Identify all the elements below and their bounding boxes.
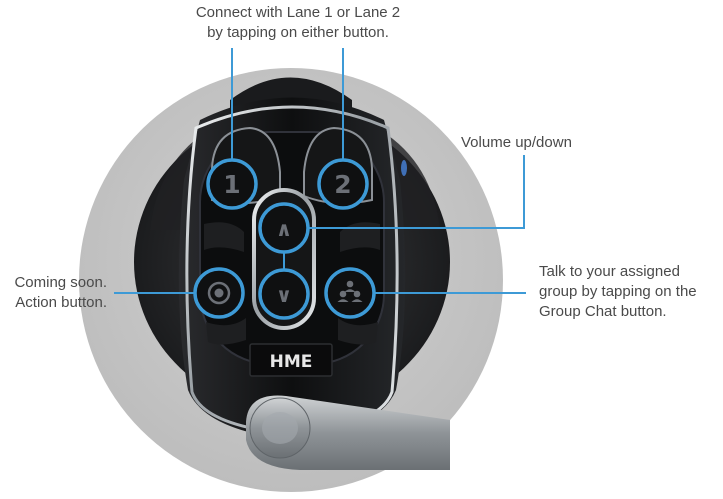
lever-hinge-highlight — [262, 412, 298, 444]
volume-down-icon: ∨ — [276, 283, 292, 307]
action-target-icon — [207, 281, 231, 305]
lane1-label: 1 — [223, 170, 240, 199]
right-pad-lower — [338, 318, 378, 345]
volume-up-button[interactable]: ∧ — [276, 217, 292, 241]
lane-callout-line1: Connect with Lane 1 or Lane 2 — [195, 4, 401, 21]
group-callout-line2: group by tapping on the — [539, 283, 697, 300]
indicator-light — [401, 160, 407, 176]
brand-logo-text: HME — [270, 352, 313, 372]
lane2-button[interactable]: 2 — [334, 170, 351, 199]
group-chat-ring — [324, 267, 376, 319]
lane2-label: 2 — [334, 170, 351, 199]
group-callout-line3: Group Chat button. — [539, 303, 667, 320]
lane1-button[interactable]: 1 — [223, 170, 240, 199]
left-pad-upper — [204, 222, 244, 252]
group-callout-line1: Talk to your assigned — [539, 263, 680, 280]
highlight-rings — [193, 158, 376, 320]
action-callout-line2: Action button. — [15, 294, 107, 311]
volume-up-ring — [258, 202, 310, 254]
action-callout: Coming soon. Action button. — [0, 273, 107, 313]
callout-lines — [114, 48, 526, 294]
volume-down-button[interactable]: ∨ — [276, 283, 292, 307]
group-chat-callout: Talk to your assigned group by tapping o… — [539, 262, 697, 322]
left-pad-lower — [206, 318, 246, 345]
group-chat-icon — [337, 280, 363, 302]
volume-up-icon: ∧ — [276, 217, 292, 241]
lane-buttons-callout: Connect with Lane 1 or Lane 2 by tapping… — [148, 3, 448, 43]
right-pad-upper — [340, 222, 380, 252]
brand-badge — [249, 343, 333, 377]
volume-callout: Volume up/down — [461, 133, 572, 153]
action-callout-line1: Coming soon. — [14, 274, 107, 291]
lane-callout-line2: by tapping on either button. — [207, 24, 389, 41]
lane2-ring — [317, 158, 369, 210]
group-chat-button[interactable] — [337, 280, 363, 302]
volume-down-ring — [258, 268, 310, 320]
action-button[interactable] — [207, 281, 231, 305]
lane1-ring — [206, 158, 258, 210]
volume-callout-line — [308, 155, 525, 229]
volume-callout-line1: Volume up/down — [461, 134, 572, 151]
